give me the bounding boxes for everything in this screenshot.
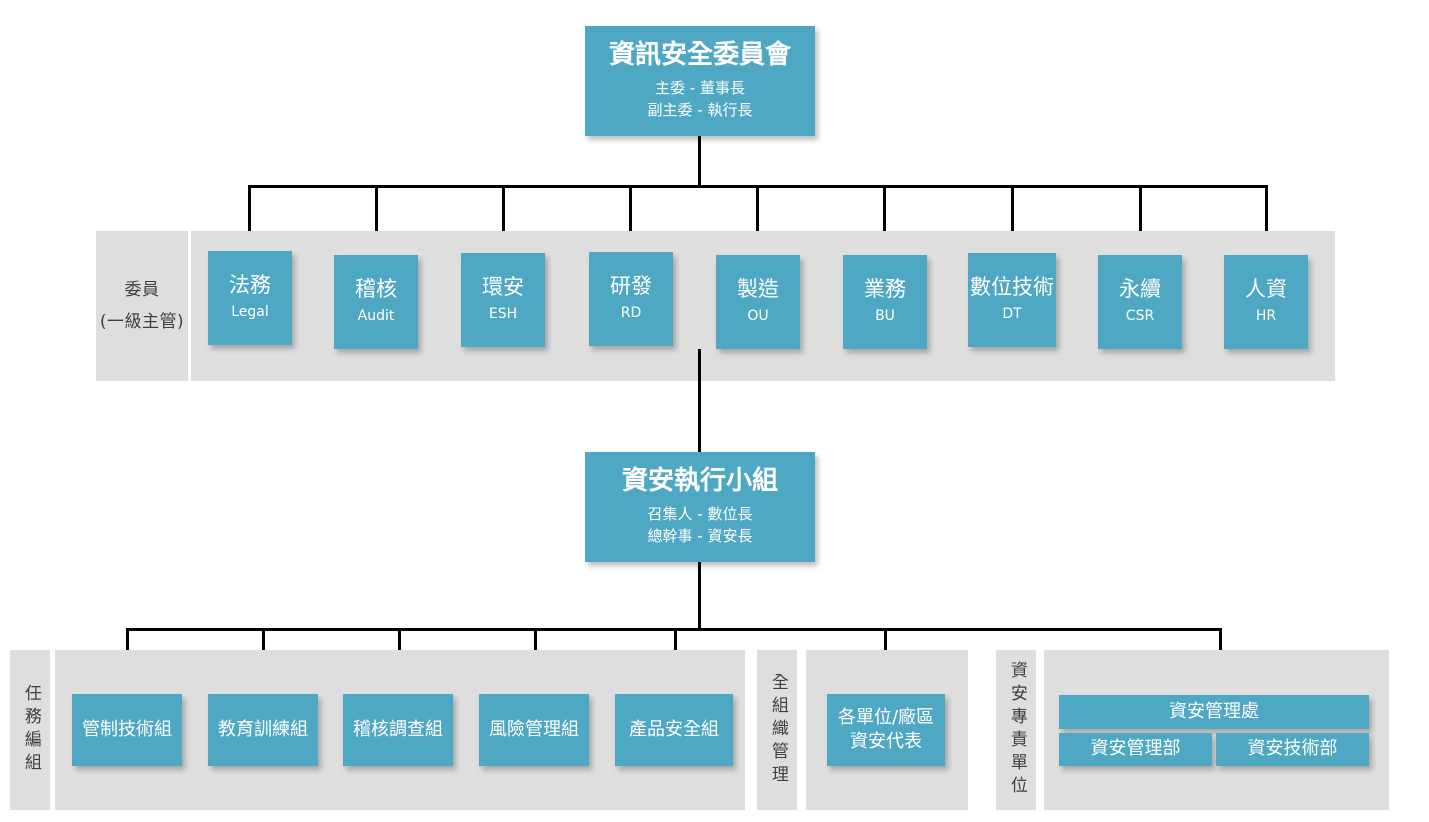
connector-drop-audit	[375, 185, 378, 251]
node-label-cn: 資安管理處	[1169, 700, 1259, 722]
node-label-en: ESH	[488, 306, 518, 323]
node-label-cn: 管制技術組	[82, 718, 172, 740]
connector-bottom-bus	[126, 628, 1221, 631]
node-label-cn: 研發	[610, 273, 652, 298]
node-label-en: HR	[1255, 308, 1277, 325]
band-label-task-force: 任務編組	[10, 650, 50, 810]
node-committee-legal[interactable]: 法務 Legal	[208, 251, 292, 345]
node-label-cn: 永續	[1119, 276, 1161, 301]
node-label-cn: 環安	[482, 274, 524, 299]
band-label-committee: 委員 (一級主管)	[96, 231, 188, 381]
node-unit-site-security-representative[interactable]: 各單位/廠區 資安代表	[827, 694, 945, 766]
band-label-dedicated-unit: 資安專責單位	[996, 650, 1036, 810]
node-label-cn: 業務	[864, 276, 906, 301]
node-role-convener: 召集人 - 數位長	[647, 505, 753, 524]
node-label-cn-line2: 資安代表	[850, 731, 922, 752]
node-label-cn: 產品安全組	[629, 718, 719, 740]
node-security-management-division[interactable]: 資安管理處	[1059, 695, 1369, 729]
node-security-technology-department[interactable]: 資安技術部	[1216, 733, 1369, 766]
node-label-cn: 製造	[737, 276, 779, 301]
node-label-en: CSR	[1125, 308, 1155, 325]
connector-drop-hr	[1265, 185, 1268, 251]
node-label-cn: 資安技術部	[1247, 738, 1338, 760]
node-committee-rd[interactable]: 研發 RD	[589, 252, 673, 346]
node-title: 資安執行小組	[621, 466, 778, 497]
node-security-execution-team[interactable]: 資安執行小組 召集人 - 數位長 總幹事 - 資安長	[585, 452, 815, 562]
node-label-en: Legal	[231, 304, 269, 321]
node-task-control-technology[interactable]: 管制技術組	[72, 694, 182, 766]
node-label-en: RD	[620, 305, 642, 322]
node-committee-csr[interactable]: 永續 CSR	[1098, 255, 1182, 349]
node-committee-audit[interactable]: 稽核 Audit	[334, 255, 418, 349]
connector-drop-csr	[1139, 185, 1142, 251]
connector-drop-dt	[1011, 185, 1014, 251]
connector-drop-legal	[248, 185, 251, 251]
node-label-cn: 人資	[1245, 276, 1287, 301]
node-label-en: DT	[1002, 306, 1022, 323]
node-label-cn: 法務	[229, 272, 271, 297]
node-committee-esh[interactable]: 環安 ESH	[461, 253, 545, 347]
connector-top-to-committee-bus	[698, 136, 701, 186]
connector-drop-esh	[502, 185, 505, 251]
node-role-vice-chair: 副主委 - 執行長	[647, 101, 753, 120]
band-label-committee-line1: 委員	[124, 279, 160, 300]
node-committee-hr[interactable]: 人資 HR	[1224, 255, 1308, 349]
connector-drop-rd	[629, 185, 632, 251]
band-label-committee-line2: (一級主管)	[99, 312, 185, 332]
band-label-org-wide: 全組織管理	[757, 650, 797, 810]
node-label-en: BU	[875, 308, 895, 325]
connector-committee-to-exec	[698, 349, 701, 452]
node-label-cn: 資安管理部	[1090, 738, 1181, 760]
node-label-en: OU	[747, 308, 769, 325]
node-label-cn: 教育訓練組	[218, 718, 308, 740]
node-label-cn: 數位技術	[970, 274, 1054, 299]
node-security-management-department[interactable]: 資安管理部	[1059, 733, 1212, 766]
node-information-security-committee[interactable]: 資訊安全委員會 主委 - 董事長 副主委 - 執行長	[585, 26, 815, 136]
node-label-cn: 稽核	[355, 276, 397, 301]
node-label-cn: 稽核調查組	[353, 718, 443, 740]
connector-exec-to-bottom-bus	[698, 562, 701, 630]
node-title: 資訊安全委員會	[608, 40, 791, 71]
node-role-secretary: 總幹事 - 資安長	[647, 527, 753, 546]
node-label-en: Audit	[357, 308, 395, 325]
node-role-chair: 主委 - 董事長	[655, 79, 745, 98]
node-task-audit-investigation[interactable]: 稽核調查組	[343, 694, 453, 766]
node-task-risk-management[interactable]: 風險管理組	[479, 694, 589, 766]
node-task-education-training[interactable]: 教育訓練組	[208, 694, 318, 766]
connector-drop-bu	[883, 185, 886, 251]
node-committee-dt[interactable]: 數位技術 DT	[968, 253, 1056, 347]
band-dedicated-unit	[1044, 650, 1389, 810]
node-committee-bu[interactable]: 業務 BU	[843, 255, 927, 349]
node-committee-ou[interactable]: 製造 OU	[716, 255, 800, 349]
node-task-product-safety[interactable]: 產品安全組	[615, 694, 733, 766]
node-label-cn-line1: 各單位/廠區	[837, 706, 935, 728]
node-label-cn: 風險管理組	[489, 718, 579, 740]
connector-drop-ou	[756, 185, 759, 251]
